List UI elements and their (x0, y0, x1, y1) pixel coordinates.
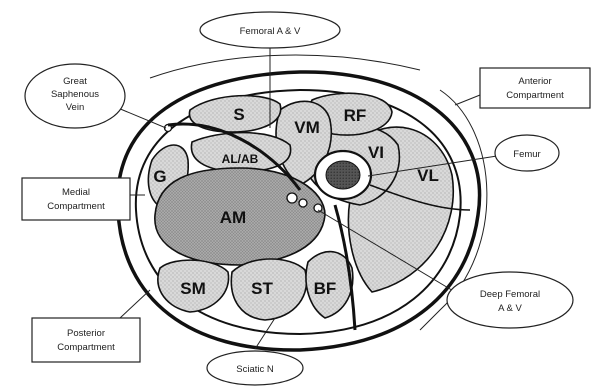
label-am: AM (220, 208, 246, 227)
callout-deep-femoral-line2: A & V (498, 303, 522, 314)
label-bf: BF (314, 279, 337, 298)
label-s: S (233, 105, 244, 124)
callout-anterior-line1: Anterior (518, 76, 551, 87)
callout-deep-femoral-line1: Deep Femoral (480, 289, 540, 300)
callout-medial-line1: Medial (62, 187, 90, 198)
leader-posterior (120, 290, 150, 318)
femoral-vessel-1 (287, 193, 297, 203)
callout-great-saphenous-line3: Vein (66, 102, 85, 113)
label-vl: VL (417, 166, 439, 185)
callout-great-saphenous-line2: Saphenous (51, 89, 99, 100)
femoral-vessel-2 (299, 199, 307, 207)
callout-posterior-shape (32, 318, 140, 362)
callout-deep-femoral-shape (447, 272, 573, 328)
label-al-ab: AL/AB (222, 152, 259, 166)
callout-medial-shape (22, 178, 130, 220)
callout-sciatic-text: Sciatic N (236, 364, 274, 375)
deep-femoral-vessel (314, 204, 322, 212)
callout-medial-line2: Compartment (47, 201, 105, 212)
femur-marrow (326, 161, 360, 189)
label-vi: VI (368, 143, 384, 162)
callout-femoral-av-text: Femoral A & V (240, 26, 301, 37)
callout-posterior-line1: Posterior (67, 328, 105, 339)
callout-anterior-line2: Compartment (506, 90, 564, 101)
label-rf: RF (344, 106, 367, 125)
callout-anterior-shape (480, 68, 590, 108)
callout-posterior-line2: Compartment (57, 342, 115, 353)
callout-great-saphenous-line1: Great (63, 76, 87, 87)
label-sm: SM (180, 279, 206, 298)
callout-femur-text: Femur (513, 149, 540, 160)
leader-anterior (455, 95, 480, 105)
label-g: G (153, 167, 166, 186)
label-vm: VM (294, 118, 320, 137)
label-st: ST (251, 279, 273, 298)
